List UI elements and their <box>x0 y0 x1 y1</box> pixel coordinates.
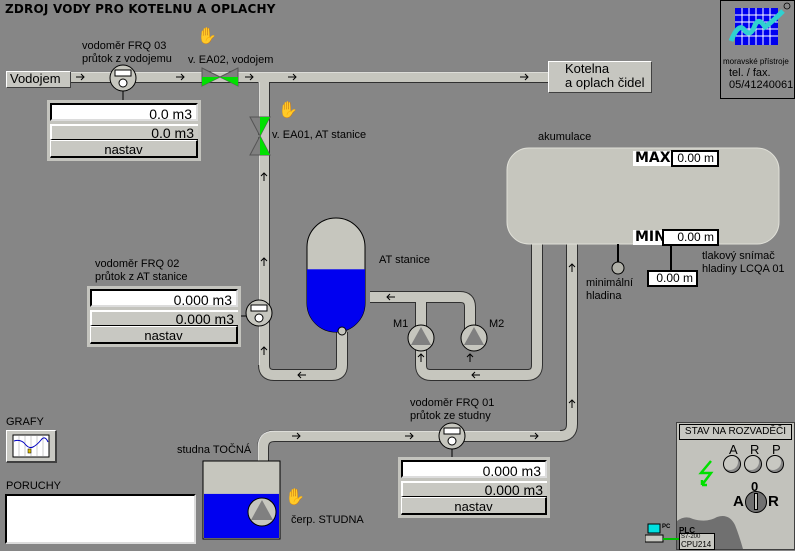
chart-icon <box>12 434 50 458</box>
min-value: 0.00 m <box>662 229 719 246</box>
source-tag-label: Vodojem <box>10 71 61 86</box>
frq02-label-line2: průtok z AT stanice <box>95 271 188 283</box>
frq02-set-button[interactable]: nastav <box>90 326 238 344</box>
pump-m1-label: M1 <box>393 318 409 330</box>
source-tag-vodojem: Vodojem <box>6 71 71 88</box>
sensor-value: 0.00 m <box>647 270 698 287</box>
min-key: MIN <box>633 229 668 245</box>
pump-m1 <box>407 324 435 352</box>
lamp-a-label: A <box>729 442 738 457</box>
hand-icon-ea01[interactable]: ✋ <box>278 102 298 119</box>
pump-m2 <box>460 324 488 352</box>
grafy-label: GRAFY <box>6 416 44 428</box>
valve-ea01-label: v. EA01, AT stanice <box>272 129 367 141</box>
lamp-r <box>744 455 762 473</box>
logo-phone: 05/41240061 <box>729 79 794 91</box>
frq03-label-line1: vodoměr FRQ 03 <box>82 40 167 52</box>
switchboard-title: STAV NA ROZVADĚČI <box>679 424 792 440</box>
max-key: MAX <box>633 150 673 166</box>
at-station-water <box>307 269 365 332</box>
lamp-p <box>766 455 784 473</box>
flowmeter-frq01-gauge <box>438 422 466 458</box>
destination-tag-line2: a oplach čidel <box>565 75 645 90</box>
plc-box: S7-200 CPU214 <box>679 533 715 550</box>
plc-model: S7-200 <box>681 534 701 540</box>
pc-icon <box>645 523 679 543</box>
accumulation-label: akumulace <box>538 131 592 143</box>
frq01-value: 0.000 m3 <box>401 460 547 479</box>
flowmeter-frq02-gauge <box>236 299 273 327</box>
plc-label: PLC <box>679 526 695 535</box>
switchboard-panel: STAV NA ROZVADĚČI A R P 0 A R PLC S7-200… <box>676 422 795 550</box>
poruchy-label: PORUCHY <box>6 480 62 492</box>
sensor-label-line2: hladiny LCQA 01 <box>702 263 785 275</box>
at-station-label: AT stanice <box>379 254 430 266</box>
flowmeter-frq03-gauge <box>109 64 137 100</box>
frq02-setpoint-input[interactable]: 0.000 m3 <box>90 310 238 327</box>
frq01-setpoint-input[interactable]: 0.000 m3 <box>401 481 547 498</box>
min-level-float <box>611 261 625 275</box>
destination-tag-kotelna: Kotelna a oplach čidel <box>548 61 652 93</box>
frq03-label-line2: průtok z vodojemu <box>82 53 172 65</box>
valve-ea01 <box>249 116 271 156</box>
pump-well <box>247 497 277 527</box>
frq01-label-line2: průtok ze studny <box>410 410 491 422</box>
logo-tel-label: tel. / fax. <box>729 67 771 79</box>
pc-label: PC <box>662 524 671 530</box>
company-logo: moravské přístroje tel. / fax. 05/412400… <box>720 0 795 99</box>
hand-icon-ea02[interactable]: ✋ <box>197 28 217 45</box>
power-lightning-icon <box>698 460 714 487</box>
max-value: 0.00 m <box>671 150 719 167</box>
well-pump-label: čerp. STUDNA <box>291 514 364 526</box>
poruchy-list[interactable] <box>5 494 196 544</box>
frq01-set-button[interactable]: nastav <box>401 497 547 515</box>
pump-m2-label: M2 <box>489 318 505 330</box>
min-level-label: minimální hladina <box>586 277 633 303</box>
frq02-label-line1: vodoměr FRQ 02 <box>95 258 180 270</box>
switch-zero-label: 0 <box>751 479 759 494</box>
switch-a-label: A <box>733 493 744 510</box>
frq02-panel: 0.000 m3 0.000 m3 nastav <box>87 286 241 347</box>
page-title: ZDROJ VODY PRO KOTELNU A OPLACHY <box>5 2 276 16</box>
switch-r-label: R <box>768 493 779 510</box>
logo-company: moravské přístroje <box>723 57 789 66</box>
well-label: studna TOČNÁ <box>177 444 252 456</box>
grafy-button[interactable] <box>6 430 57 463</box>
hand-icon-well-pump[interactable]: ✋ <box>285 489 305 506</box>
lamp-r-label: R <box>750 442 760 457</box>
valve-ea02 <box>201 67 239 87</box>
at-station-vessel <box>306 217 366 336</box>
frq03-panel: 0.0 m3 0.0 m3 nastav <box>47 100 201 161</box>
destination-tag-line1: Kotelna <box>565 61 610 76</box>
min-level-label-line2: hladina <box>586 290 622 302</box>
valve-ea02-label: v. EA02, vodojem <box>188 54 274 66</box>
frq01-label: vodoměr FRQ 01 průtok ze studny <box>410 397 494 423</box>
plc-cpu: CPU214 <box>681 540 712 549</box>
frq03-set-button[interactable]: nastav <box>50 140 198 158</box>
frq01-panel: 0.000 m3 0.000 m3 nastav <box>398 457 550 518</box>
lamp-a <box>723 455 741 473</box>
frq02-label: vodoměr FRQ 02 průtok z AT stanice <box>95 258 188 284</box>
sensor-label: tlakový snímač hladiny LCQA 01 <box>702 250 785 276</box>
sensor-label-line1: tlakový snímač <box>702 250 775 262</box>
frq03-label: vodoměr FRQ 03 průtok z vodojemu <box>82 40 172 66</box>
logo-graphic-icon <box>728 2 791 45</box>
min-level-label-line1: minimální <box>586 277 634 289</box>
frq01-label-line1: vodoměr FRQ 01 <box>410 397 495 409</box>
lamp-p-label: P <box>772 442 781 457</box>
mode-switch[interactable] <box>745 491 767 513</box>
frq03-value: 0.0 m3 <box>50 103 198 122</box>
frq02-value: 0.000 m3 <box>90 289 238 308</box>
frq03-setpoint-input[interactable]: 0.0 m3 <box>50 124 198 141</box>
